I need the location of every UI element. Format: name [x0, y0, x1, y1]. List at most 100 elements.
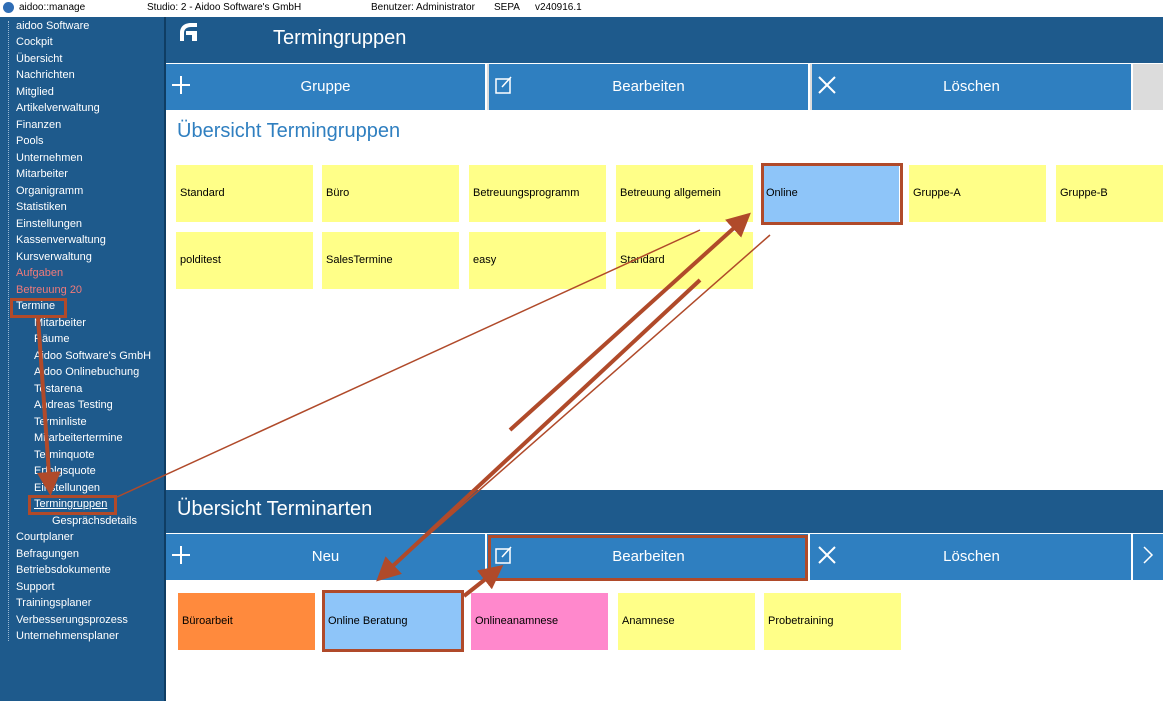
sidebar-subitem-mitarbeitertermine[interactable]: Mitarbeitertermine: [34, 432, 123, 444]
group-tile-easy[interactable]: easy: [469, 232, 606, 289]
terminart-tile-label: Onlineanamnese: [475, 615, 559, 627]
highlight-termingruppen: [28, 495, 117, 515]
sidebar-item-courtplaner[interactable]: Courtplaner: [16, 531, 74, 543]
app-name: aidoo::manage: [19, 2, 86, 13]
sidebar-item-artikelverwaltung[interactable]: Artikelverwaltung: [16, 102, 100, 114]
add-group-button[interactable]: Gruppe: [166, 64, 487, 110]
scroll-right-button[interactable]: [1134, 534, 1163, 580]
studio-label: Studio: 2 - Aidoo Software's GmbH: [147, 2, 302, 13]
sidebar-item-mitglied[interactable]: Mitglied: [16, 86, 54, 98]
section-title-terminarten: Übersicht Terminarten: [177, 498, 373, 520]
sidebar-subitem-erfolgsquote[interactable]: Erfolgsquote: [34, 465, 96, 477]
group-tile-label: Standard: [620, 254, 665, 266]
terminart-tile-label: Büroarbeit: [182, 615, 233, 627]
user-label: Benutzer: Administrator: [371, 2, 475, 13]
group-tile-polditest[interactable]: polditest: [176, 232, 313, 289]
sepa-label: SEPA: [494, 2, 520, 13]
sidebar-item-cockpit[interactable]: Cockpit: [16, 36, 53, 48]
sidebar-item-nachrichten[interactable]: Nachrichten: [16, 69, 75, 81]
sidebar-item-statistiken[interactable]: Statistiken: [16, 201, 67, 213]
sidebar-item-betriebsdokumente[interactable]: Betriebsdokumente: [16, 564, 111, 576]
add-group-label: Gruppe: [300, 78, 351, 95]
group-tile-label: Gruppe-B: [1060, 187, 1108, 199]
sidebar-item-befragungen[interactable]: Befragungen: [16, 548, 79, 560]
tree-connector: [8, 21, 9, 641]
add-terminart-button[interactable]: Neu: [166, 534, 487, 580]
group-tile-label: Online: [766, 187, 798, 199]
delete-terminart-button[interactable]: Löschen: [812, 534, 1133, 580]
highlight-edit-button: [488, 535, 808, 581]
title-bar: aidoo::manage Studio: 2 - Aidoo Software…: [0, 0, 1163, 17]
group-tile-betreuungsprogramm[interactable]: Betreuungsprogramm: [469, 165, 606, 222]
sidebar-subitem-aidoo-onlinebuchung[interactable]: Aidoo Onlinebuchung: [34, 366, 140, 378]
sidebar-item-trainingsplaner[interactable]: Trainingsplaner: [16, 597, 92, 609]
sidebar-item-einstellungen[interactable]: Einstellungen: [16, 218, 83, 230]
group-tile-buero[interactable]: Büro: [322, 165, 459, 222]
page-title: Termingruppen: [273, 27, 407, 49]
sidebar-item-pools[interactable]: Pools: [16, 135, 44, 147]
sidebar-item-aidoo-software[interactable]: aidoo Software: [16, 20, 90, 32]
group-tile-label: Betreuung allgemein: [620, 187, 721, 199]
group-tile-standard[interactable]: Standard: [176, 165, 313, 222]
plus-icon: [172, 76, 190, 94]
close-icon: [818, 76, 836, 94]
group-tile-label: polditest: [180, 254, 221, 266]
group-tile-salestermine[interactable]: SalesTermine: [322, 232, 459, 289]
sidebar-item-support[interactable]: Support: [16, 581, 55, 593]
sidebar-navigation: aidoo Software Cockpit Übersicht Nachric…: [0, 17, 166, 701]
plus-icon: [172, 546, 190, 564]
sidebar-item-organigramm[interactable]: Organigramm: [16, 185, 84, 197]
section-title-termingruppen: Übersicht Termingruppen: [177, 120, 401, 142]
group-tile-standard-2[interactable]: Standard: [616, 232, 753, 289]
sidebar-item-unternehmensplaner[interactable]: Unternehmensplaner: [16, 630, 119, 642]
highlight-online-group: [761, 163, 903, 225]
group-tile-gruppe-a[interactable]: Gruppe-A: [909, 165, 1046, 222]
terminart-tile-label: Probetraining: [768, 615, 834, 627]
sidebar-item-uebersicht[interactable]: Übersicht: [16, 53, 63, 65]
sidebar-subitem-testarena[interactable]: Testarena: [34, 383, 83, 395]
add-terminart-label: Neu: [311, 548, 340, 565]
group-tile-label: Standard: [180, 187, 225, 199]
group-tile-gruppe-b[interactable]: Gruppe-B: [1056, 165, 1163, 222]
group-tile-online[interactable]: Online: [762, 165, 899, 222]
terminart-tile-anamnese[interactable]: Anamnese: [618, 593, 755, 650]
delete-group-label: Löschen: [943, 78, 1000, 95]
version-label: v240916.1: [535, 2, 582, 13]
sidebar-subitem-terminquote[interactable]: Terminquote: [34, 449, 95, 461]
group-tile-betreuung-allgemein[interactable]: Betreuung allgemein: [616, 165, 753, 222]
terminart-tile-bueroarbeit[interactable]: Büroarbeit: [178, 593, 315, 650]
sidebar-item-betreuung-20[interactable]: Betreuung 20: [16, 284, 83, 296]
aidoo-logo-icon: [180, 23, 197, 41]
terminart-tile-onlineanamnese[interactable]: Onlineanamnese: [471, 593, 608, 650]
sidebar-subitem-terminliste[interactable]: Terminliste: [34, 416, 87, 428]
sidebar-item-verbesserungsprozess[interactable]: Verbesserungsprozess: [16, 614, 128, 626]
highlight-online-beratung: [322, 590, 464, 652]
sidebar-subitem-einstellungen[interactable]: Einstellungen: [34, 482, 101, 494]
sidebar-item-unternehmen[interactable]: Unternehmen: [16, 152, 83, 164]
sidebar-item-kassenverwaltung[interactable]: Kassenverwaltung: [16, 234, 106, 246]
sidebar-subitem-aidoo-software-gmbh[interactable]: Aidoo Software's GmbH: [34, 350, 152, 362]
chevron-right-icon: [1143, 546, 1154, 564]
sidebar-item-kursverwaltung[interactable]: Kursverwaltung: [16, 251, 92, 263]
sidebar-item-termine[interactable]: Termine: [16, 300, 56, 312]
delete-terminart-label: Löschen: [943, 548, 1000, 565]
close-icon: [818, 546, 836, 564]
group-tile-label: easy: [473, 254, 497, 266]
header-bar: Termingruppen: [166, 17, 1163, 63]
sidebar-subitem-gespraechsdetails[interactable]: Gesprächsdetails: [52, 515, 137, 527]
sidebar-subitem-raeume[interactable]: Räume: [34, 333, 70, 345]
terminart-tile-probetraining[interactable]: Probetraining: [764, 593, 901, 650]
sidebar-item-finanzen[interactable]: Finanzen: [16, 119, 62, 131]
edit-group-label: Bearbeiten: [612, 78, 685, 95]
sidebar-item-mitarbeiter[interactable]: Mitarbeiter: [16, 168, 68, 180]
group-tile-label: Betreuungsprogramm: [473, 187, 580, 199]
sidebar-subitem-termingruppen[interactable]: Termingruppen: [34, 498, 108, 510]
highlight-termine: [10, 298, 67, 318]
sidebar-subitem-andreas-testing[interactable]: Andreas Testing: [34, 399, 113, 411]
group-tile-label: Büro: [326, 187, 350, 199]
edit-group-button[interactable]: Bearbeiten: [489, 64, 810, 110]
sidebar-item-aufgaben[interactable]: Aufgaben: [16, 267, 64, 279]
terminart-tile-online-beratung[interactable]: Online Beratung: [324, 593, 461, 650]
group-tile-label: SalesTermine: [326, 254, 393, 266]
delete-group-button[interactable]: Löschen: [812, 64, 1133, 110]
